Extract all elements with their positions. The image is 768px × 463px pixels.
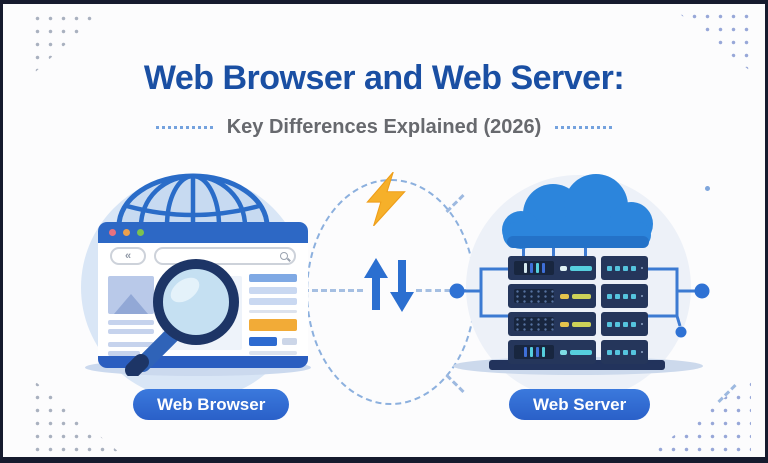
browser-toolbar: «: [98, 243, 308, 269]
server-leds: [601, 312, 648, 336]
connection-dashed-line-right: [416, 289, 479, 292]
text-line: [108, 320, 154, 325]
sidebar-bar: [249, 298, 297, 305]
server-unit: [508, 312, 648, 336]
server-unit: [508, 340, 648, 364]
server-lights: [560, 322, 591, 327]
sidebar-bar-blue: [249, 274, 297, 282]
window-control-red: [109, 229, 116, 236]
subtitle-text: Key Differences Explained (2026): [226, 116, 542, 138]
up-down-arrows-icon: [364, 258, 414, 312]
cloud-icon: [502, 174, 653, 249]
window-control-green: [137, 229, 144, 236]
back-button: «: [110, 247, 146, 265]
corner-dot-pattern-bottom-right: [641, 378, 751, 457]
subtitle-left-dashes: [155, 126, 213, 129]
text-line: [108, 329, 154, 334]
server-rack: [508, 256, 648, 364]
rack-base: [489, 360, 665, 370]
accent-dashes: [445, 193, 465, 214]
server-panel: [514, 317, 554, 331]
server-unit: [508, 256, 648, 280]
magnifying-glass-icon: [125, 259, 239, 376]
window-control-orange: [123, 229, 130, 236]
server-label-pill: Web Server: [509, 389, 651, 420]
divider-line: [249, 351, 297, 355]
server-panel: [514, 289, 554, 303]
sidebar-bar: [249, 287, 297, 294]
connector-node: [449, 283, 465, 299]
cta-button-bar: [249, 337, 277, 346]
server-connectors: [449, 267, 710, 338]
browser-label-pill: Web Browser: [133, 389, 290, 420]
server-unit: [508, 284, 648, 308]
lightning-bolt-icon: [366, 172, 406, 226]
text-line: [108, 351, 140, 356]
image-placeholder: [108, 276, 154, 314]
server-panel: [514, 345, 554, 359]
subtitle-row: Key Differences Explained (2026): [3, 116, 765, 139]
divider-line: [249, 310, 297, 313]
accent-dashes: [445, 373, 465, 394]
address-bar: [154, 247, 296, 265]
connection-dashed-line-left: [303, 289, 363, 292]
cloud-cable: [584, 244, 587, 262]
accent-dot: [705, 186, 710, 191]
server-panel: [514, 261, 554, 275]
main-title: Web Browser and Web Server:: [143, 59, 625, 97]
server-leds: [601, 256, 648, 280]
cloud-cable: [522, 244, 525, 262]
connector-node: [675, 326, 687, 338]
highlight-bar-yellow: [249, 319, 297, 331]
subtitle-right-dashes: [555, 126, 613, 129]
search-icon: [280, 252, 288, 260]
small-pill: [282, 338, 297, 345]
server-leds: [601, 340, 648, 364]
server-lights: [560, 294, 591, 299]
text-line: [108, 342, 154, 347]
cloud-cable: [552, 244, 555, 262]
server-leds: [601, 284, 648, 308]
connector-node: [694, 283, 710, 299]
browser-title-bar: [98, 222, 308, 243]
server-lights: [560, 350, 592, 355]
corner-dot-pattern-bottom-left: [31, 378, 126, 457]
server-lights: [560, 266, 592, 271]
globe-icon: [116, 173, 270, 226]
